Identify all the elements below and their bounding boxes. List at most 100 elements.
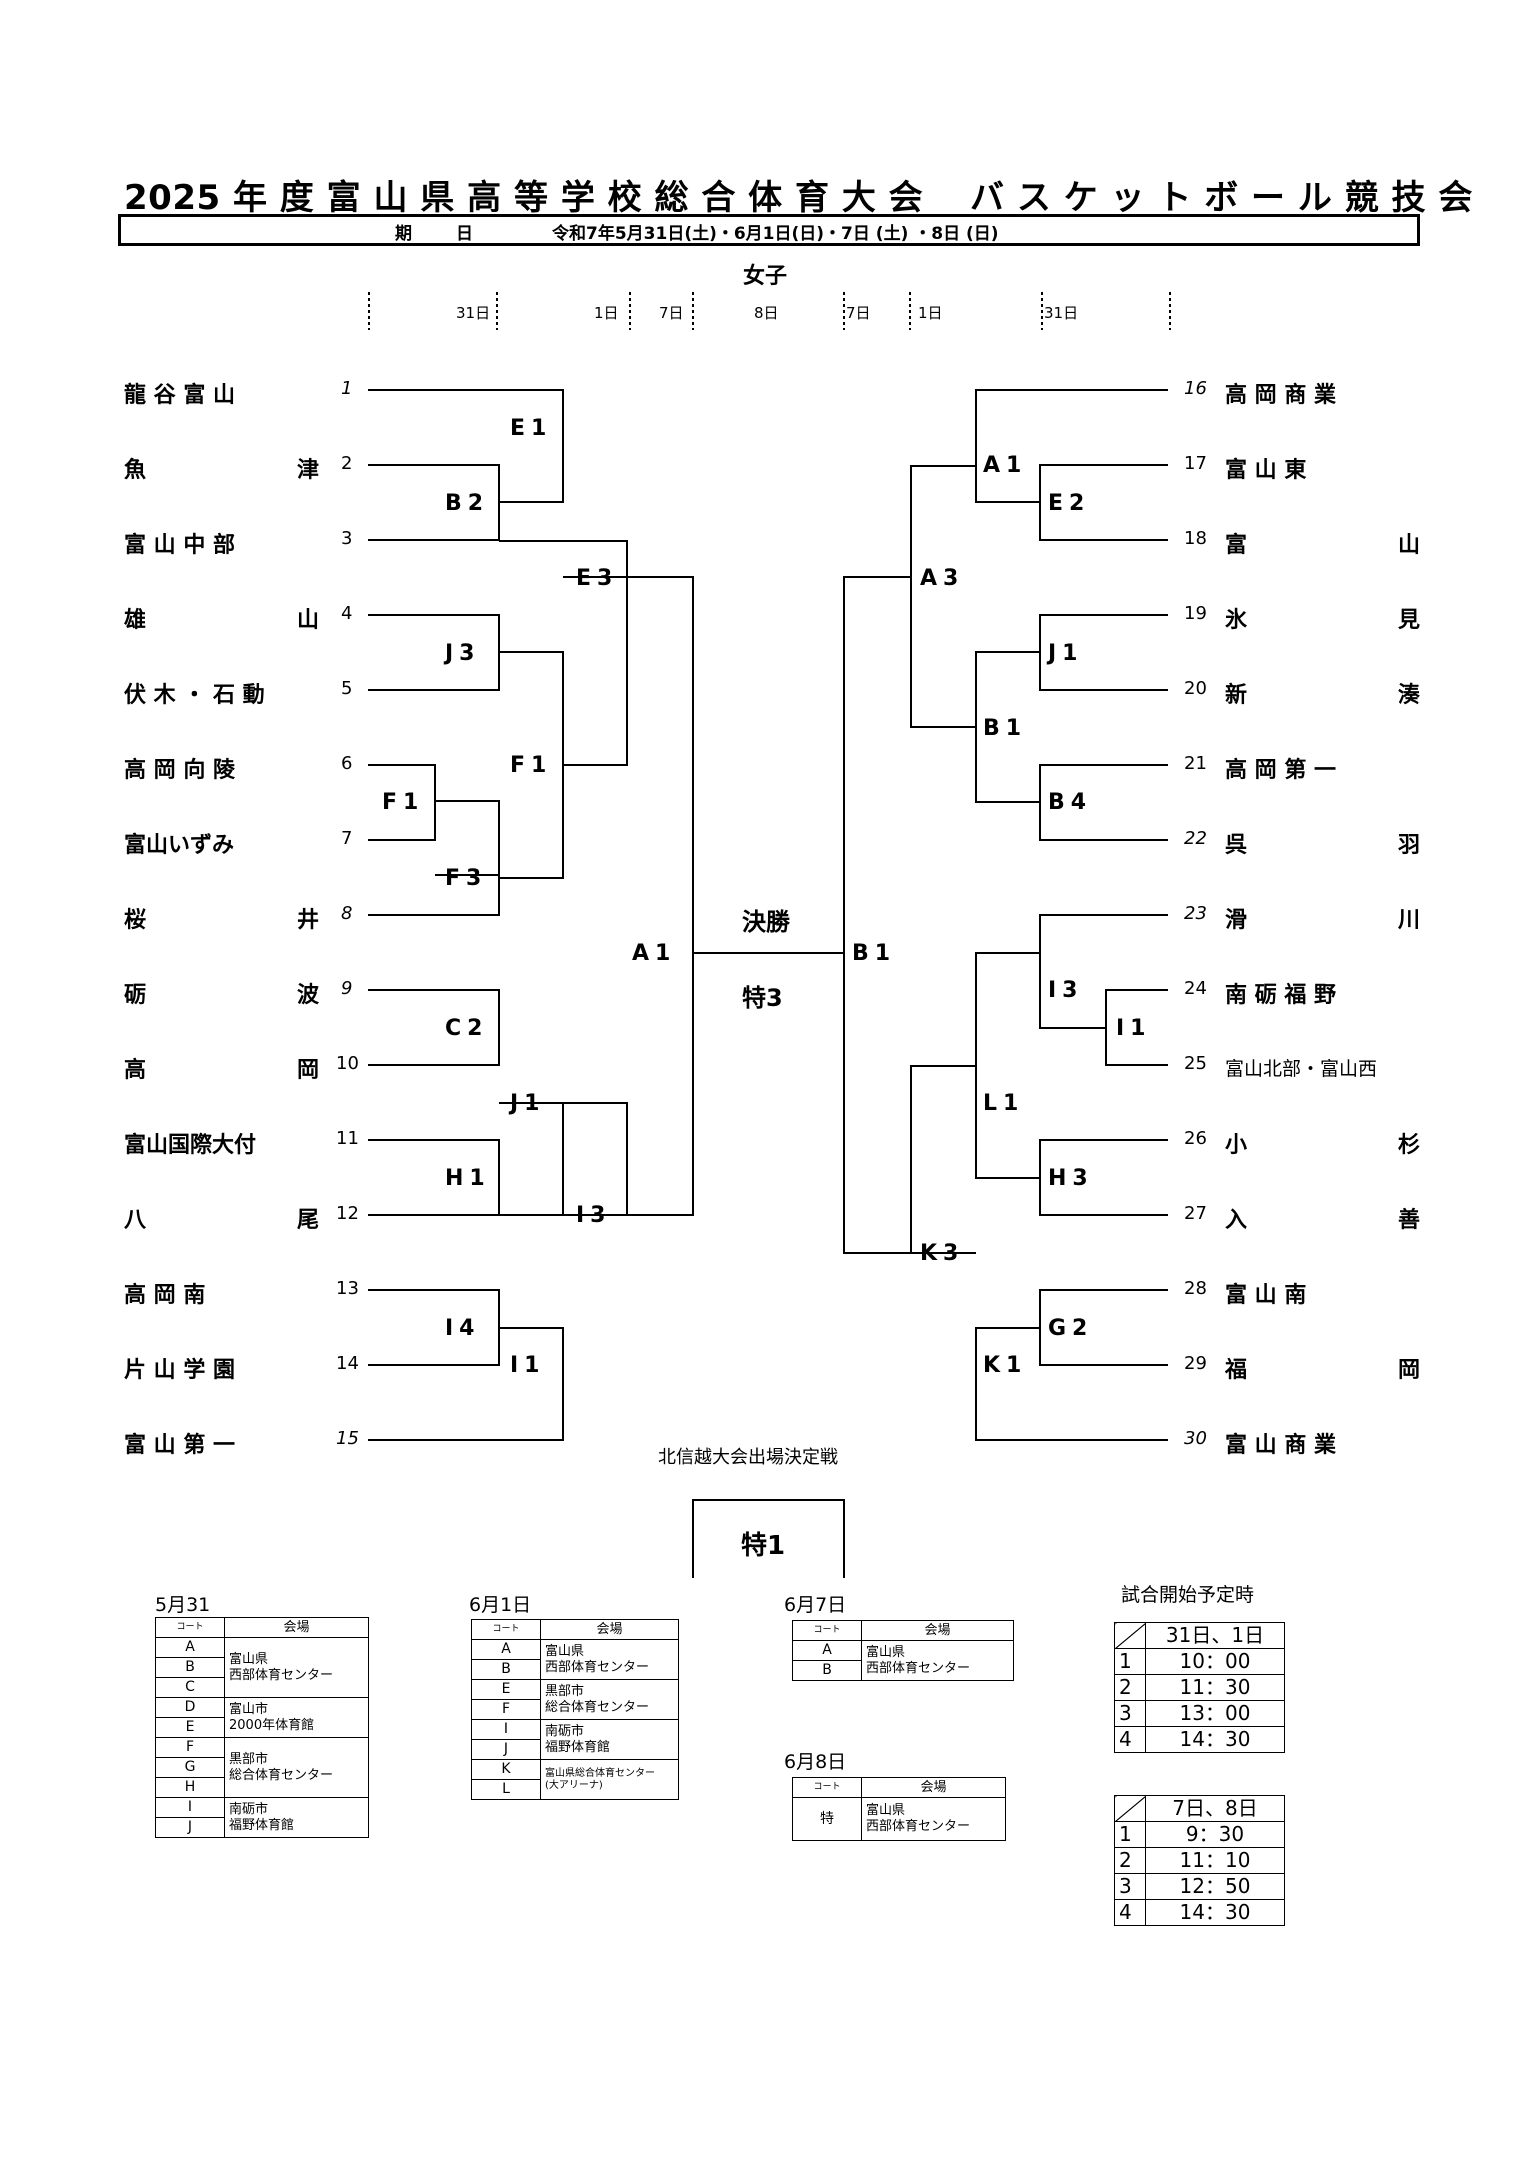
seed-number: 21 <box>1184 753 1207 774</box>
team-name: 高 岡 向 陵 <box>124 758 235 783</box>
day-label: 7日 <box>659 304 684 322</box>
qualifier-label: 北信越大会出場決定戦 <box>658 1447 838 1468</box>
seed-number: 5 <box>341 678 353 699</box>
seed-number: 25 <box>1184 1053 1207 1074</box>
match-label: K3 <box>920 1241 965 1266</box>
seed-number: 23 <box>1184 903 1207 924</box>
match-label: I4 <box>445 1316 481 1341</box>
day-label: 1日 <box>918 304 943 322</box>
seed-number: 9 <box>341 978 353 999</box>
match-label: J1 <box>510 1091 546 1116</box>
match-label: E1 <box>510 416 553 441</box>
match-label: I3 <box>576 1203 612 1228</box>
team-name: 富 山 南 <box>1225 1283 1307 1308</box>
qualifier-court: 特1 <box>741 1531 786 1561</box>
match-label: J3 <box>445 641 481 666</box>
team-name: 雄山 <box>124 608 319 633</box>
team-name: 入善 <box>1225 1208 1420 1233</box>
match-label: A1 <box>632 941 677 966</box>
match-label: C2 <box>445 1016 489 1041</box>
team-name: 富 山 第 一 <box>124 1433 235 1458</box>
seed-number: 11 <box>336 1128 359 1149</box>
team-name: 富山北部・富山西 <box>1225 1058 1378 1080</box>
day-label: 7日 <box>846 304 871 322</box>
team-name: 氷見 <box>1225 608 1420 633</box>
match-label: L1 <box>983 1091 1025 1116</box>
team-name: 伏 木 ・ 石 動 <box>124 683 265 708</box>
match-label: H1 <box>445 1166 491 1191</box>
team-name: 富 山 中 部 <box>124 533 235 558</box>
match-label: I3 <box>1048 978 1084 1003</box>
team-name: 高岡 <box>124 1058 319 1083</box>
match-label: F3 <box>445 866 488 891</box>
match-label: F1 <box>382 790 425 815</box>
seed-number: 6 <box>341 753 353 774</box>
match-label: E3 <box>576 566 619 591</box>
period-label: 期 <box>395 224 412 244</box>
seed-number: 14 <box>336 1353 359 1374</box>
seed-number: 1 <box>341 378 353 399</box>
seed-number: 7 <box>341 828 353 849</box>
team-name: 八尾 <box>124 1208 319 1233</box>
schedule-date: 5月31 <box>155 1594 211 1616</box>
team-name: 小杉 <box>1225 1133 1420 1158</box>
seed-number: 26 <box>1184 1128 1207 1149</box>
final-court: 特3 <box>742 984 783 1012</box>
match-label: K1 <box>983 1353 1028 1378</box>
schedule-date: 6月8日 <box>784 1751 847 1773</box>
period-box <box>118 214 1420 246</box>
day-label: 1日 <box>594 304 619 322</box>
seed-number: 18 <box>1184 528 1207 549</box>
team-name: 魚津 <box>124 458 319 483</box>
seed-number: 16 <box>1184 378 1207 399</box>
bracket-lines <box>368 292 1171 1578</box>
period-value: 令和7年5月31日(土)・6月1日(日)・7日 (土) ・8日 (日) <box>552 224 999 244</box>
seed-number: 15 <box>336 1428 359 1449</box>
match-label: J1 <box>1048 641 1084 666</box>
team-name: 富山国際大付 <box>124 1133 257 1158</box>
seed-number: 28 <box>1184 1278 1207 1299</box>
day-label: 31日 <box>1044 304 1079 322</box>
match-label: B1 <box>983 716 1028 741</box>
match-label: A1 <box>983 453 1028 478</box>
seed-number: 13 <box>336 1278 359 1299</box>
team-name: 呉羽 <box>1225 833 1420 858</box>
team-name: 高 岡 第 一 <box>1225 758 1336 783</box>
match-label: F1 <box>510 753 553 778</box>
team-name: 富 山 東 <box>1225 458 1307 483</box>
seed-number: 4 <box>341 603 353 624</box>
match-label: E2 <box>1048 491 1091 516</box>
match-label: I1 <box>1116 1016 1152 1041</box>
team-name: 龍 谷 富 山 <box>124 383 235 408</box>
page-title: 2025 年 度 富 山 県 高 等 学 校 総 合 体 育 大 会 バ ス ケ… <box>124 178 1473 218</box>
seed-number: 10 <box>336 1053 359 1074</box>
team-name: 福岡 <box>1225 1358 1420 1383</box>
seed-number: 2 <box>341 453 353 474</box>
team-name: 桜井 <box>124 908 319 933</box>
team-name: 富 山 商 業 <box>1225 1433 1336 1458</box>
seed-number: 29 <box>1184 1353 1207 1374</box>
schedule-date: 6月1日 <box>469 1594 532 1616</box>
seed-number: 12 <box>336 1203 359 1224</box>
seed-number: 27 <box>1184 1203 1207 1224</box>
day-label: 8日 <box>754 304 779 322</box>
team-name: 砺波 <box>124 983 319 1008</box>
team-name: 富山 <box>1225 533 1420 558</box>
seed-number: 8 <box>341 903 353 924</box>
match-label: G2 <box>1048 1316 1094 1341</box>
match-label: B1 <box>852 941 897 966</box>
match-label: B2 <box>445 491 490 516</box>
period-label: 日 <box>456 224 473 244</box>
division-label: 女子 <box>743 264 788 289</box>
match-label: A3 <box>920 566 965 591</box>
team-name: 片 山 学 園 <box>124 1358 235 1383</box>
seed-number: 19 <box>1184 603 1207 624</box>
seed-number: 24 <box>1184 978 1207 999</box>
day-label: 31日 <box>456 304 491 322</box>
team-name: 高 岡 南 <box>124 1283 206 1308</box>
